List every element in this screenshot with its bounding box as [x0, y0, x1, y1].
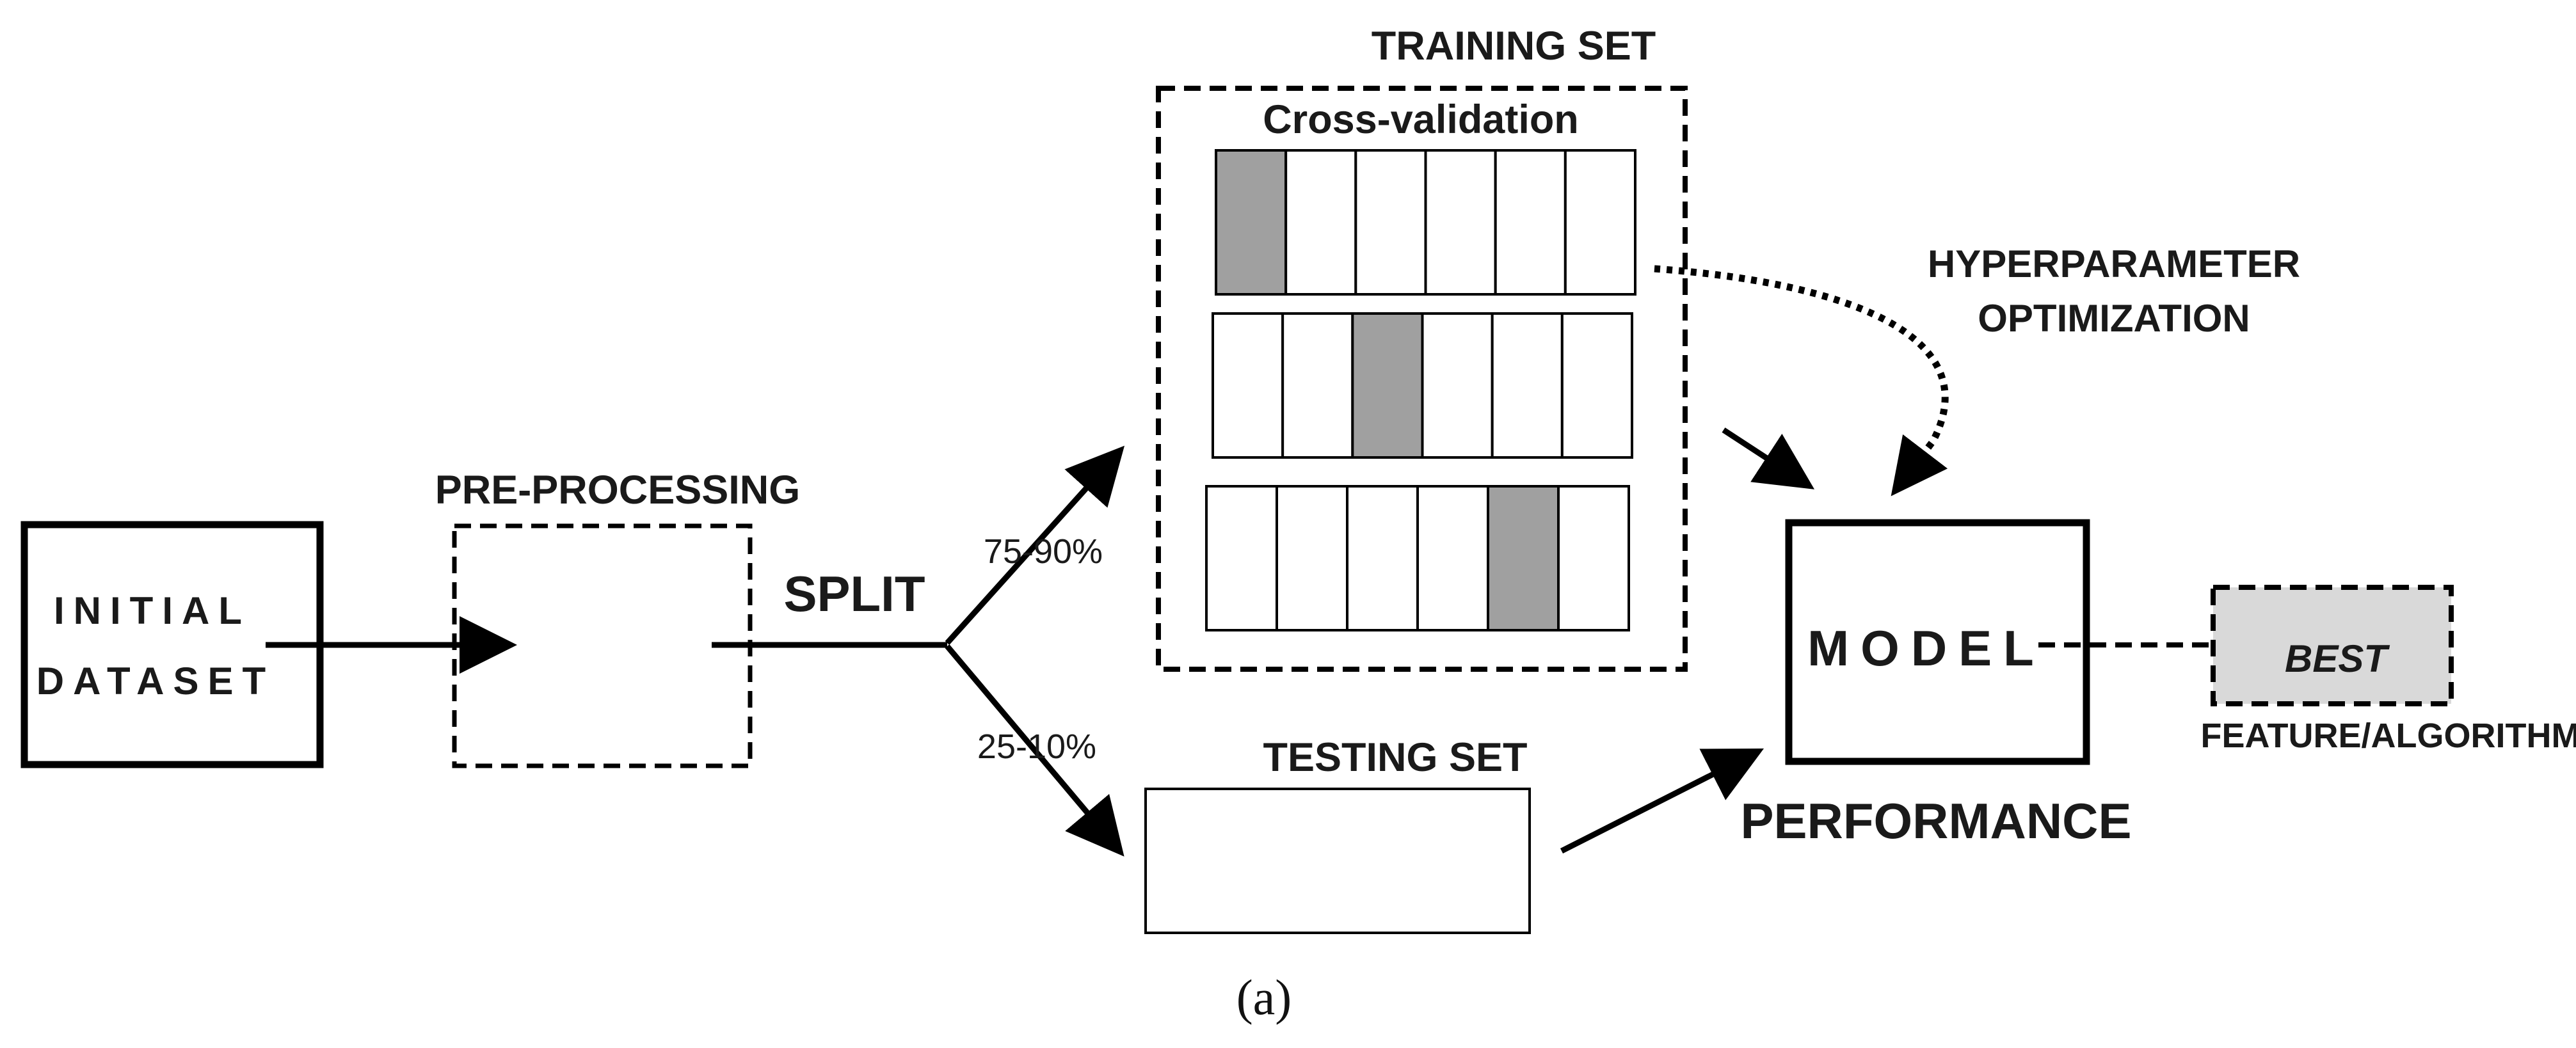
training-fold — [1276, 485, 1348, 631]
validation-fold — [1351, 312, 1424, 459]
fold-row — [1205, 485, 1630, 631]
training-set-node: TRAINING SET Cross-validation — [1156, 24, 1688, 672]
training-fold — [1281, 312, 1354, 459]
arrow-testing-to-model — [1560, 748, 1764, 854]
training-fold — [1494, 149, 1567, 296]
testing-set-node: TESTING SET — [1144, 735, 1531, 934]
model-node: MODEL PERFORMANCE — [1740, 519, 2132, 849]
figure-caption: (a) — [1236, 969, 1292, 1025]
hyperparameter-dotted-arrow — [1654, 265, 1949, 496]
arrow-training-to-model — [1722, 427, 1815, 489]
fold-rows — [1205, 149, 1636, 631]
preprocessing-node: PRE-PROCESSING — [435, 468, 801, 768]
training-fold — [1557, 485, 1630, 631]
training-fold — [1212, 312, 1284, 459]
training-set-box — [1156, 86, 1688, 672]
training-fold — [1205, 485, 1278, 631]
validation-fold — [1215, 149, 1288, 296]
training-fold — [1421, 312, 1494, 459]
best-node: BEST FEATURE/ALGORITHM — [2201, 585, 2576, 755]
best-box — [2211, 585, 2454, 706]
feature-algorithm-label: FEATURE/ALGORITHM — [2201, 717, 2576, 755]
preprocessing-label: PRE-PROCESSING — [435, 468, 801, 512]
train-percentage-label: 75-90% — [984, 532, 1103, 571]
testing-set-box — [1144, 788, 1531, 934]
split-label: SPLIT — [783, 566, 925, 622]
cross-validation-label: Cross-validation — [1263, 97, 1579, 142]
training-fold — [1564, 149, 1636, 296]
arrow-split-to-training — [945, 445, 1125, 646]
training-fold — [1346, 485, 1419, 631]
best-label: BEST — [2285, 637, 2390, 680]
training-fold — [1424, 149, 1497, 296]
performance-label: PERFORMANCE — [1740, 793, 2131, 849]
fold-row — [1215, 149, 1636, 296]
test-percentage-label: 25-10% — [977, 727, 1096, 766]
training-fold — [1354, 149, 1427, 296]
training-fold — [1560, 312, 1633, 459]
training-fold — [1491, 312, 1564, 459]
arrow-split-to-testing — [945, 644, 1124, 857]
model-label: MODEL — [1807, 620, 2045, 676]
training-set-title: TRAINING SET — [1372, 24, 1656, 68]
validation-fold — [1487, 485, 1560, 631]
initial-dataset-label-line1: INITIAL — [54, 589, 251, 632]
training-fold — [1416, 485, 1489, 631]
testing-set-title: TESTING SET — [1263, 735, 1527, 780]
initial-dataset-label-line2: DATASET — [36, 660, 275, 703]
training-fold — [1284, 149, 1357, 296]
fold-row — [1212, 312, 1633, 459]
hyperparameter-label-line2: OPTIMIZATION — [1978, 297, 2250, 340]
model-box — [1785, 519, 2090, 765]
hyperparameter-label-line1: HYPERPARAMETER — [1928, 242, 2300, 285]
